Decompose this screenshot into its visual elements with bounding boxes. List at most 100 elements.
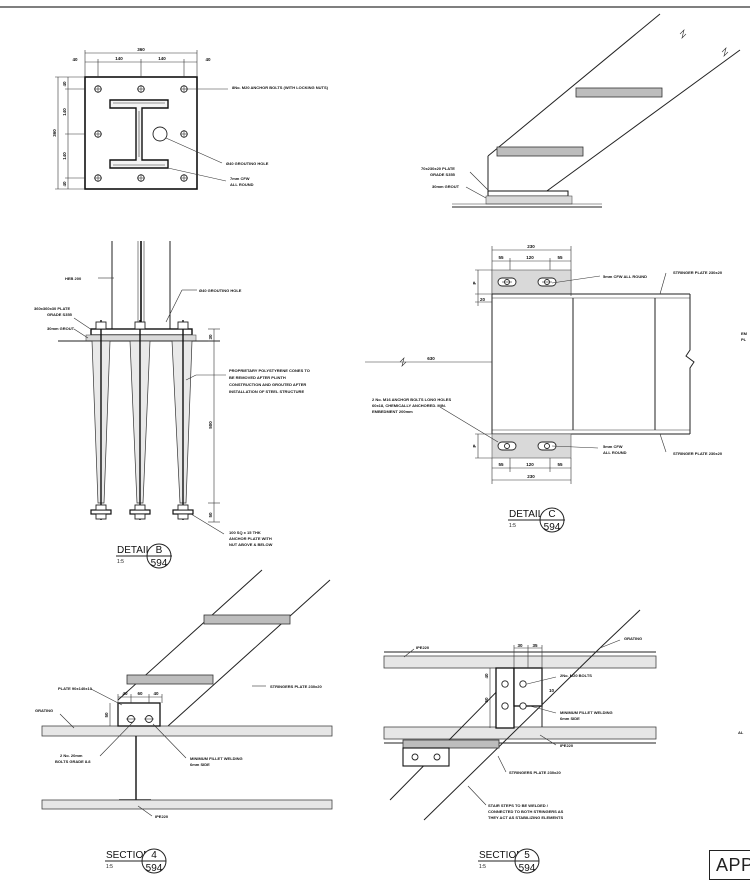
note-weld-1: 7mm CFW: [230, 176, 250, 181]
detail-c-dim-top: 230: [527, 244, 535, 249]
stair-tread-lower: [496, 146, 584, 157]
detail-b: 30 500 50 HEB 200 Ø40 GROUTING HOLE 360x…: [34, 241, 310, 569]
detail-c-dim-55b: 55: [557, 255, 563, 260]
detail-b-sheet: 594: [151, 558, 168, 569]
section-5-grating: GRATING: [624, 636, 642, 641]
section-5-dim-40: 40: [484, 673, 489, 679]
grout-layer: [85, 334, 197, 342]
detail-b-note-2: BE REMOVED AFTER PLINTH: [229, 375, 286, 380]
section-5-cut-label: AL: [738, 730, 744, 735]
polystyrene-cone-3: [171, 340, 193, 504]
dim-v-spacing-2: 140: [62, 152, 67, 160]
anchor-bolts-plan: [94, 85, 188, 182]
section-5-bottom-plate: [402, 747, 450, 767]
detail-b-note-3: CONSTRUCTION AND GROUTED AFTER: [229, 382, 306, 387]
detail-c-letter: C: [548, 509, 555, 520]
detail-c-cut-label-1: EM: [741, 331, 748, 336]
stair-plate-label-1: 70x230x20 PLATE: [421, 166, 455, 171]
detail-c-dim-55c: 55: [498, 462, 504, 467]
section-5-tread: [402, 739, 500, 749]
detail-b-letter: B: [156, 545, 163, 556]
section-4-plate-label: PLATE 90x140x10: [58, 686, 93, 691]
base-plate-plan: 360 40 140 140 40 360 40 140 140 40 8No.…: [52, 47, 329, 190]
section-4-number: 4: [151, 850, 157, 861]
app-stamp-badge: APP: [709, 850, 750, 880]
detail-b-note-4: INSTALLATION OF STEEL STRUCTURE: [229, 389, 304, 394]
app-stamp-text: APP: [716, 855, 750, 875]
detail-c-dim-120: 120: [526, 255, 534, 260]
section-5-title: SECTION: [479, 850, 523, 861]
dim-edge-right: 40: [205, 57, 211, 62]
section-4: 40 60 40 50 PLATE 90x140x10 GRATING 2 No…: [35, 569, 333, 874]
anchor-plate-2: [129, 509, 151, 515]
section-4-tread-upper: [203, 614, 291, 625]
section-5-dim-50: 50: [484, 697, 489, 703]
detail-b-dim-500: 500: [208, 421, 213, 429]
dim-spacing-1: 140: [115, 56, 123, 61]
section-4-plate: [117, 702, 161, 727]
section-4-grating: [41, 725, 333, 737]
dim-edge-left: 40: [72, 57, 78, 62]
detail-c-weld-bot-1: 5mm CFW: [603, 444, 623, 449]
section-4-bolts-2: BOLTS GRADE 8.8: [55, 759, 91, 764]
section-5-note-3: THEY ACT AS STABILIZING ELEMENTS: [488, 815, 563, 820]
detail-c-dim-p2: P: [472, 444, 477, 447]
section-4-weld-2: 6mm SIDE: [190, 762, 210, 767]
detail-c-dim-120b: 120: [526, 462, 534, 467]
section-5: 30 35 40 50 10 IPE220 GRATING 2No. M20 B…: [383, 609, 744, 874]
section-4-dim-60: 60: [137, 691, 143, 696]
detail-c-dim-bot: 230: [527, 474, 535, 479]
section-4-title: SECTION: [106, 850, 150, 861]
detail-b-anchor-3: NUT ABOVE & BELOW: [229, 542, 273, 547]
detail-b-dim-50: 50: [208, 512, 213, 518]
detail-c-stringer-top: STRINGER PLATE 230x20: [673, 270, 723, 275]
section-4-bolts-1: 2 No. 20mm: [60, 753, 83, 758]
section-4-stringers: STRINGERS PLATE 230x20: [270, 684, 322, 689]
detail-b-plate-2: GRADE S355: [47, 312, 73, 317]
section-4-beam: IPE220: [155, 814, 169, 819]
section-4-tread-lower: [126, 674, 214, 685]
detail-c-title: DETAIL: [509, 509, 544, 520]
dim-overall-height: 360: [52, 129, 57, 137]
detail-b-grout: 30mm GROUT: [47, 326, 75, 331]
anchor-plate-1: [90, 509, 112, 515]
section-5-end-plate: [495, 667, 515, 729]
detail-b-anchor-2: ANCHOR PLATE WITH: [229, 536, 272, 541]
section-5-bolts: 2No. M20 BOLTS: [560, 673, 592, 678]
section-5-angle-plate: [513, 667, 543, 707]
detail-c-anchor-1: 2 No. M16 ANCHOR BOLTS LONG HOLES: [372, 397, 451, 402]
detail-b-scale: 1:5: [117, 559, 124, 565]
detail-b-title: DETAIL: [117, 545, 152, 556]
anchor-plate-3: [172, 509, 194, 515]
section-5-note-1: STAIR STEPS TO BE WELDED /: [488, 803, 549, 808]
section-5-lower-grating: [383, 726, 657, 740]
stair-plate-label-2: GRADE S355: [430, 172, 456, 177]
stair-grout: [485, 195, 573, 205]
section-5-sheet: 594: [519, 863, 536, 874]
section-4-weld-1: MINIMUM FILLET WELDING: [190, 756, 243, 761]
section-4-scale: 1:5: [106, 864, 113, 870]
note-grouting-hole: Ø40 GROUTING HOLE: [226, 161, 269, 166]
note-weld-2: ALL ROUND: [230, 182, 254, 187]
dim-v-edge-top: 40: [62, 81, 67, 87]
detail-c-dim-55d: 55: [557, 462, 563, 467]
detail-c-stringer-bot: STRINGER PLATE 230x20: [673, 451, 723, 456]
section-5-number: 5: [524, 850, 530, 861]
detail-c-anchor-2: 60x18, CHEMICALLY ANCHORED. MIN.: [372, 403, 446, 408]
detail-c-weld-top: 5mm CFW ALL ROUND: [603, 274, 647, 279]
section-4-lower-slab: [41, 799, 333, 810]
section-5-dim-10: 10: [549, 688, 555, 693]
section-5-weld-2: 6mm SIDE: [560, 716, 580, 721]
detail-b-grout-hole: Ø40 GROUTING HOLE: [199, 288, 242, 293]
detail-c-dim-630: 630: [427, 356, 435, 361]
section-4-sheet: 594: [146, 863, 163, 874]
detail-c-cut-label-2: PL: [741, 337, 747, 342]
detail-b-anchor-1: 100 SQ x 15 THK: [229, 530, 261, 535]
note-anchor-bolts: 8No. M20 ANCHOR BOLTS (WITH LOCKING NUTS…: [232, 85, 329, 90]
dim-v-edge-bottom: 40: [62, 181, 67, 187]
detail-c-weld-bot-2: ALL ROUND: [603, 450, 627, 455]
detail-c-scale: 1:5: [509, 523, 516, 529]
detail-c-dim-20: 20: [480, 297, 486, 302]
